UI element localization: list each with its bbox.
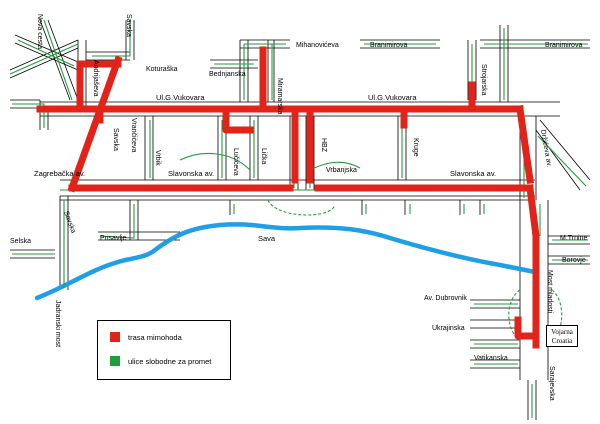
river-sava (34, 222, 538, 301)
vojarna-line-1: Vojarna (551, 328, 573, 336)
label-nova-cesta: Nova cesta (36, 14, 43, 49)
label-vatikanska: Vatikanska (474, 355, 508, 362)
label-jadranski-most: Jadranski most (54, 300, 61, 347)
label-borovje: Borovje (562, 257, 586, 264)
label-branimirova-2: Branimirova (545, 42, 582, 49)
label-savska-top: Savska (125, 14, 132, 37)
label-vrbanjska: Vrbanjska (326, 167, 357, 174)
label-vranciceva: Vrančićeva (130, 118, 137, 152)
label-m-trnine: M.Trnine (560, 235, 587, 242)
parade-route (36, 46, 540, 349)
label-ukrajinska: Ukrajinska (432, 325, 465, 332)
label-mihanoviceva: Mihanovićeva (296, 42, 339, 49)
legend-free-label: ulice slobodne za promet (128, 356, 212, 366)
label-slavonska-2: Slavonska av. (450, 169, 496, 178)
label-selska: Selska (10, 238, 31, 245)
label-kruge: Kruge (412, 138, 419, 157)
legend-route: trasa mimohoda (110, 331, 182, 343)
legend-route-label: trasa mimohoda (128, 332, 182, 342)
map-legend: trasa mimohoda ulice slobodne za promet (97, 320, 231, 380)
label-sarajevska: Sarajevska (548, 366, 555, 401)
label-vrbik: Vrbik (154, 150, 161, 166)
label-hbz: HBZ (320, 138, 327, 153)
label-savska-mid: Savska (112, 128, 119, 151)
label-branimirova-1: Branimirova (370, 42, 407, 49)
label-most-mladosti: Most mladosti (546, 270, 553, 314)
label-andrijaseva: Andrijaševa (92, 60, 99, 97)
label-strojarska: Strojarska (480, 64, 487, 96)
vojarna-croatia-box: Vojarna Croatia (546, 325, 578, 347)
label-slavonska-1: Slavonska av. (168, 169, 214, 178)
label-miramarska: Miramarska (276, 78, 283, 115)
label-koturaska: Koturaška (146, 66, 178, 73)
label-prisavlje: Prisavlje (100, 235, 127, 242)
legend-route-swatch (110, 332, 120, 342)
label-bednjanska: Bednjanska (209, 71, 246, 78)
label-luciceva: Lučićeva (232, 148, 239, 176)
label-vukovara-2: Ul.G.Vukovara (368, 93, 417, 102)
label-licka: Lička (260, 148, 267, 164)
label-zagrebacka: Zagrebačka av. (34, 169, 85, 178)
label-sava: Sava (258, 234, 276, 243)
street-labels: Nova cesta Savska Andrijaševa Koturaška … (10, 14, 587, 401)
legend-free: ulice slobodne za promet (110, 355, 211, 367)
vojarna-line-2: Croatia (551, 337, 573, 345)
label-av-dubrovnik: Av. Dubrovnik (424, 295, 467, 302)
legend-free-swatch (110, 356, 120, 366)
label-vukovara-1: Ul.G.Vukovara (156, 93, 205, 102)
